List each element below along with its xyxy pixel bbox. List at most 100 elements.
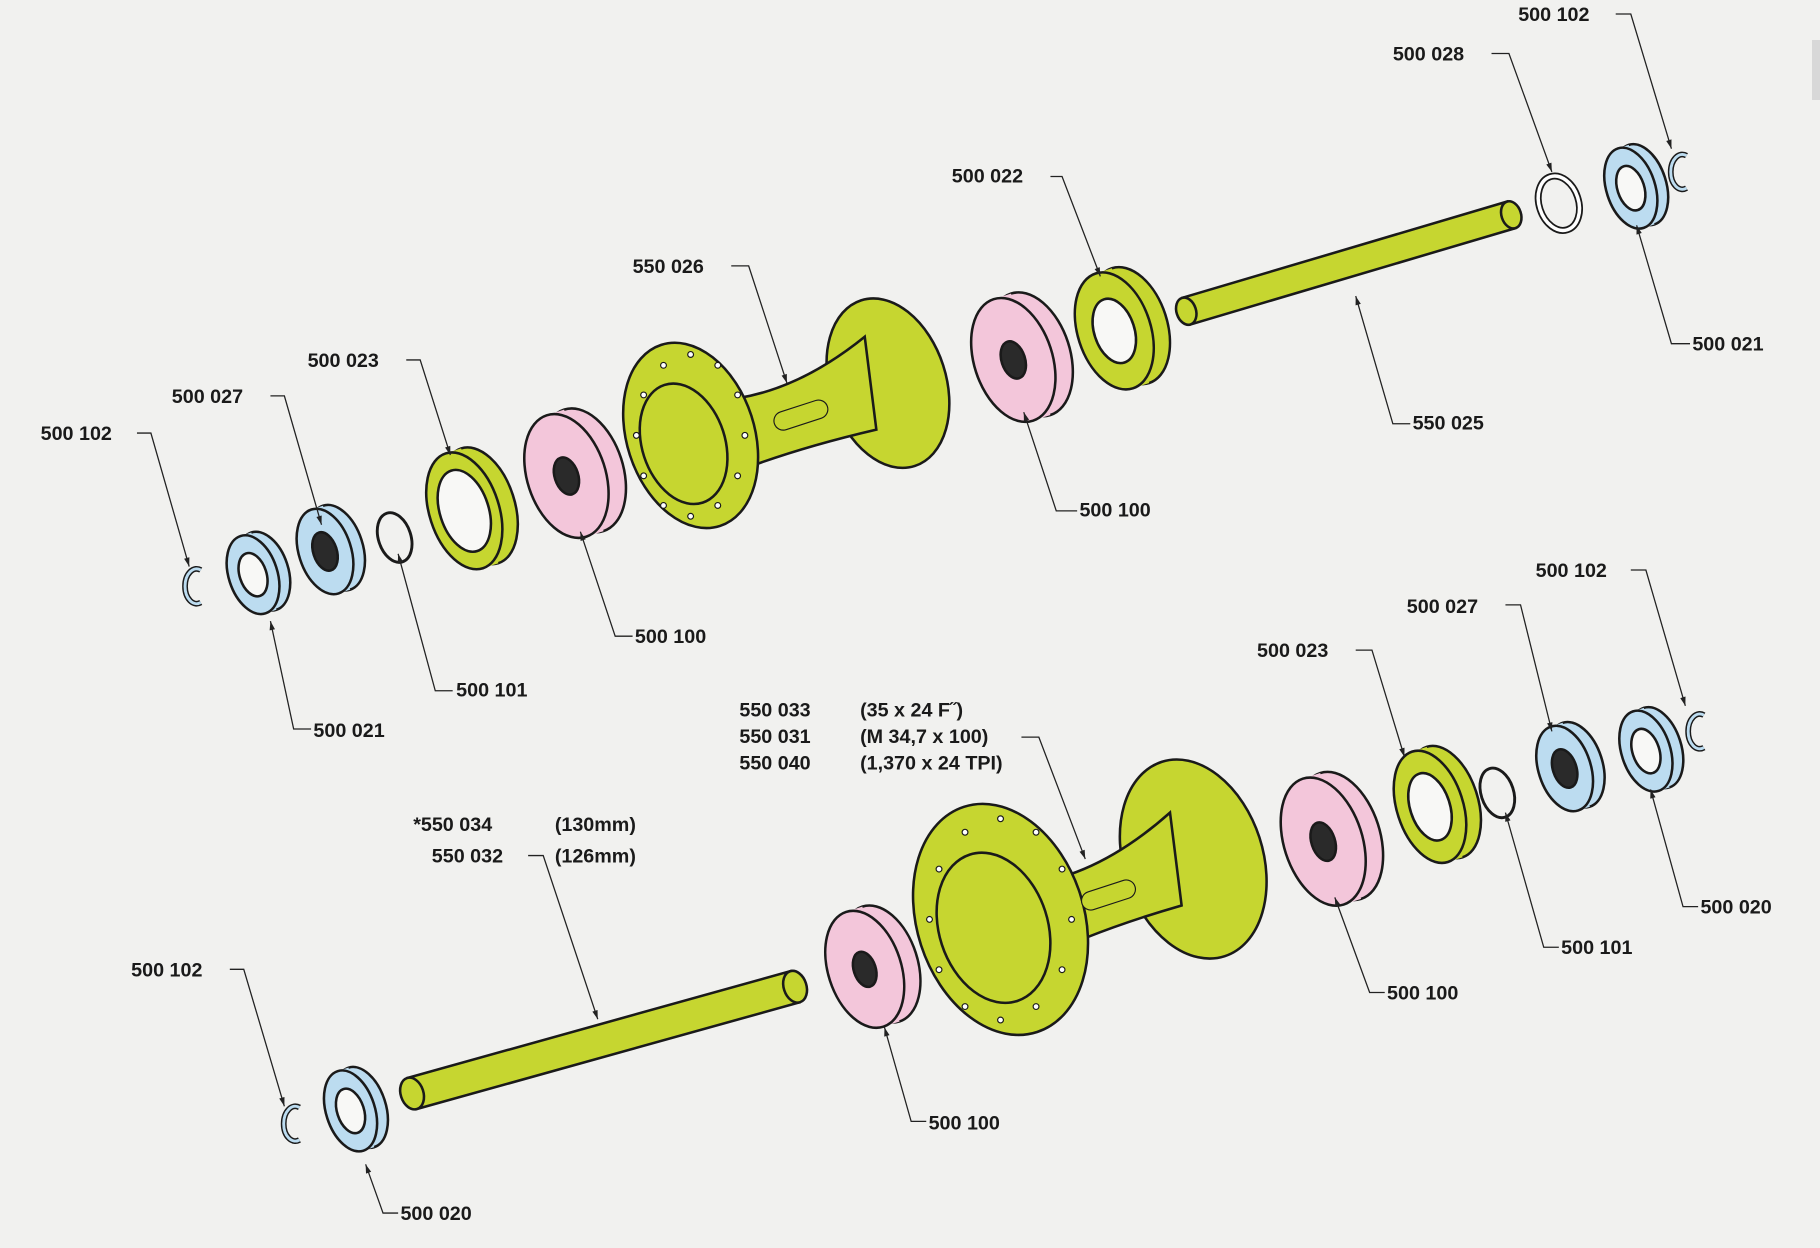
sealed-bearing-bore xyxy=(999,340,1028,380)
front-axle-end xyxy=(1499,199,1523,230)
leader-line xyxy=(528,854,599,1020)
arrowhead xyxy=(445,445,451,456)
leader-line xyxy=(1355,649,1406,758)
locknut xyxy=(295,503,367,596)
circlip-fill xyxy=(1686,712,1705,751)
arrowhead xyxy=(269,621,275,631)
spacer-ring xyxy=(375,511,414,564)
rear-hub-shell-bore xyxy=(935,851,1052,1005)
leader-line xyxy=(136,432,190,567)
arrowhead xyxy=(1094,267,1101,277)
label-front-500101: 500 101 xyxy=(456,680,527,702)
page-scrollbar[interactable] xyxy=(1812,40,1820,100)
spoke-hole xyxy=(1032,828,1040,836)
arrowhead xyxy=(184,557,190,567)
arrowhead xyxy=(781,373,787,384)
spacer-ring xyxy=(1478,766,1517,820)
arrowhead xyxy=(1636,225,1642,235)
leader-line xyxy=(1021,736,1086,860)
spoke-hole xyxy=(734,472,742,480)
leader-line xyxy=(1334,897,1385,994)
arrowhead xyxy=(1505,812,1511,822)
label-rear-500023: 500 023 xyxy=(1257,640,1328,662)
bearing-cone-bore xyxy=(237,551,269,598)
leader-line xyxy=(1504,812,1559,948)
spoke-hole xyxy=(632,431,640,439)
leader-line xyxy=(1649,789,1699,908)
arrowhead xyxy=(1355,296,1361,306)
arrowhead xyxy=(580,531,586,542)
parts-layer xyxy=(182,142,1706,1153)
label-front-500023: 500 023 xyxy=(308,350,379,372)
circlip-fill xyxy=(183,567,202,606)
spoke-hole xyxy=(997,815,1005,823)
spoke-hole xyxy=(660,501,667,509)
label-rear-500027: 500 027 xyxy=(1407,596,1478,618)
spoke-hole xyxy=(734,391,742,399)
arrowhead xyxy=(397,553,404,564)
spoke-hole xyxy=(714,501,722,509)
circlip-fill xyxy=(282,1104,301,1143)
label-shell-variant-part: 550 040 xyxy=(739,753,810,775)
spoke-hole xyxy=(640,391,648,399)
leader-line xyxy=(397,553,453,692)
leader-line xyxy=(579,531,633,637)
leader-line xyxy=(1023,411,1078,512)
spoke-hole xyxy=(687,512,695,520)
dust-cap-bore xyxy=(436,468,493,553)
label-rear-500100-left: 500 100 xyxy=(929,1112,1000,1134)
leader-line xyxy=(883,1027,927,1123)
dust-cap xyxy=(1392,744,1483,865)
label-shell-variant-part: 550 031 xyxy=(739,726,810,748)
leader-line xyxy=(1050,175,1101,277)
leader-line xyxy=(1491,52,1553,173)
leader-line xyxy=(1635,225,1691,345)
spoke-hole xyxy=(1058,865,1066,873)
bearing-cone xyxy=(1618,705,1685,793)
arrowhead xyxy=(1079,849,1086,860)
spoke-hole xyxy=(961,1003,969,1011)
label-rear-500102-left: 500 102 xyxy=(131,959,202,981)
sealed-bearing-bore xyxy=(851,950,878,989)
spoke-hole xyxy=(1058,966,1066,974)
label-axle-variant-part: 550 032 xyxy=(432,846,503,868)
hub-logo-badge xyxy=(1080,879,1137,911)
label-shell-variant-part: 550 033 xyxy=(739,699,810,721)
spoke-hole xyxy=(926,915,933,923)
label-front-500100-left: 500 100 xyxy=(635,626,706,648)
label-shell-variant-spec: (M 34,7 x 100) xyxy=(860,726,988,748)
circlip-fill xyxy=(1669,153,1688,191)
label-front-500100-right: 500 100 xyxy=(1079,500,1150,522)
arrowhead xyxy=(1650,789,1656,799)
arrowhead xyxy=(1546,162,1552,172)
label-rear-500100-right: 500 100 xyxy=(1387,982,1458,1004)
label-front-500022: 500 022 xyxy=(952,165,1023,187)
leader-line xyxy=(1355,295,1411,425)
leader-line xyxy=(365,1164,399,1214)
label-front-500027: 500 027 xyxy=(172,386,243,408)
label-front-500021-right: 500 021 xyxy=(1692,334,1763,356)
label-front-500102-right: 500 102 xyxy=(1518,4,1589,26)
leader-line xyxy=(229,968,285,1107)
spoke-hole xyxy=(935,865,943,873)
washer-inner xyxy=(1536,174,1582,233)
label-rear-500020-left: 500 020 xyxy=(400,1203,471,1225)
sealed-bearing xyxy=(969,291,1075,424)
locknut xyxy=(1535,720,1606,813)
locknut-bore xyxy=(310,530,340,572)
leader-lines xyxy=(136,13,1699,1214)
arrowhead xyxy=(1023,412,1030,422)
leader-line xyxy=(269,620,312,730)
spoke-hole xyxy=(997,1016,1005,1024)
label-front-500102-left: 500 102 xyxy=(41,423,112,445)
sealed-bearing xyxy=(522,407,628,540)
bearing-cone xyxy=(1602,142,1670,230)
label-axle-variant-spec: (126mm) xyxy=(555,846,636,868)
leader-line xyxy=(1505,604,1553,732)
label-shell-variant-spec: (1,370 x 24 TPI) xyxy=(860,753,1003,775)
label-front-550025: 550 025 xyxy=(1413,413,1484,435)
dust-cap xyxy=(425,446,520,571)
leader-line xyxy=(270,395,323,525)
arrowhead xyxy=(279,1096,285,1107)
